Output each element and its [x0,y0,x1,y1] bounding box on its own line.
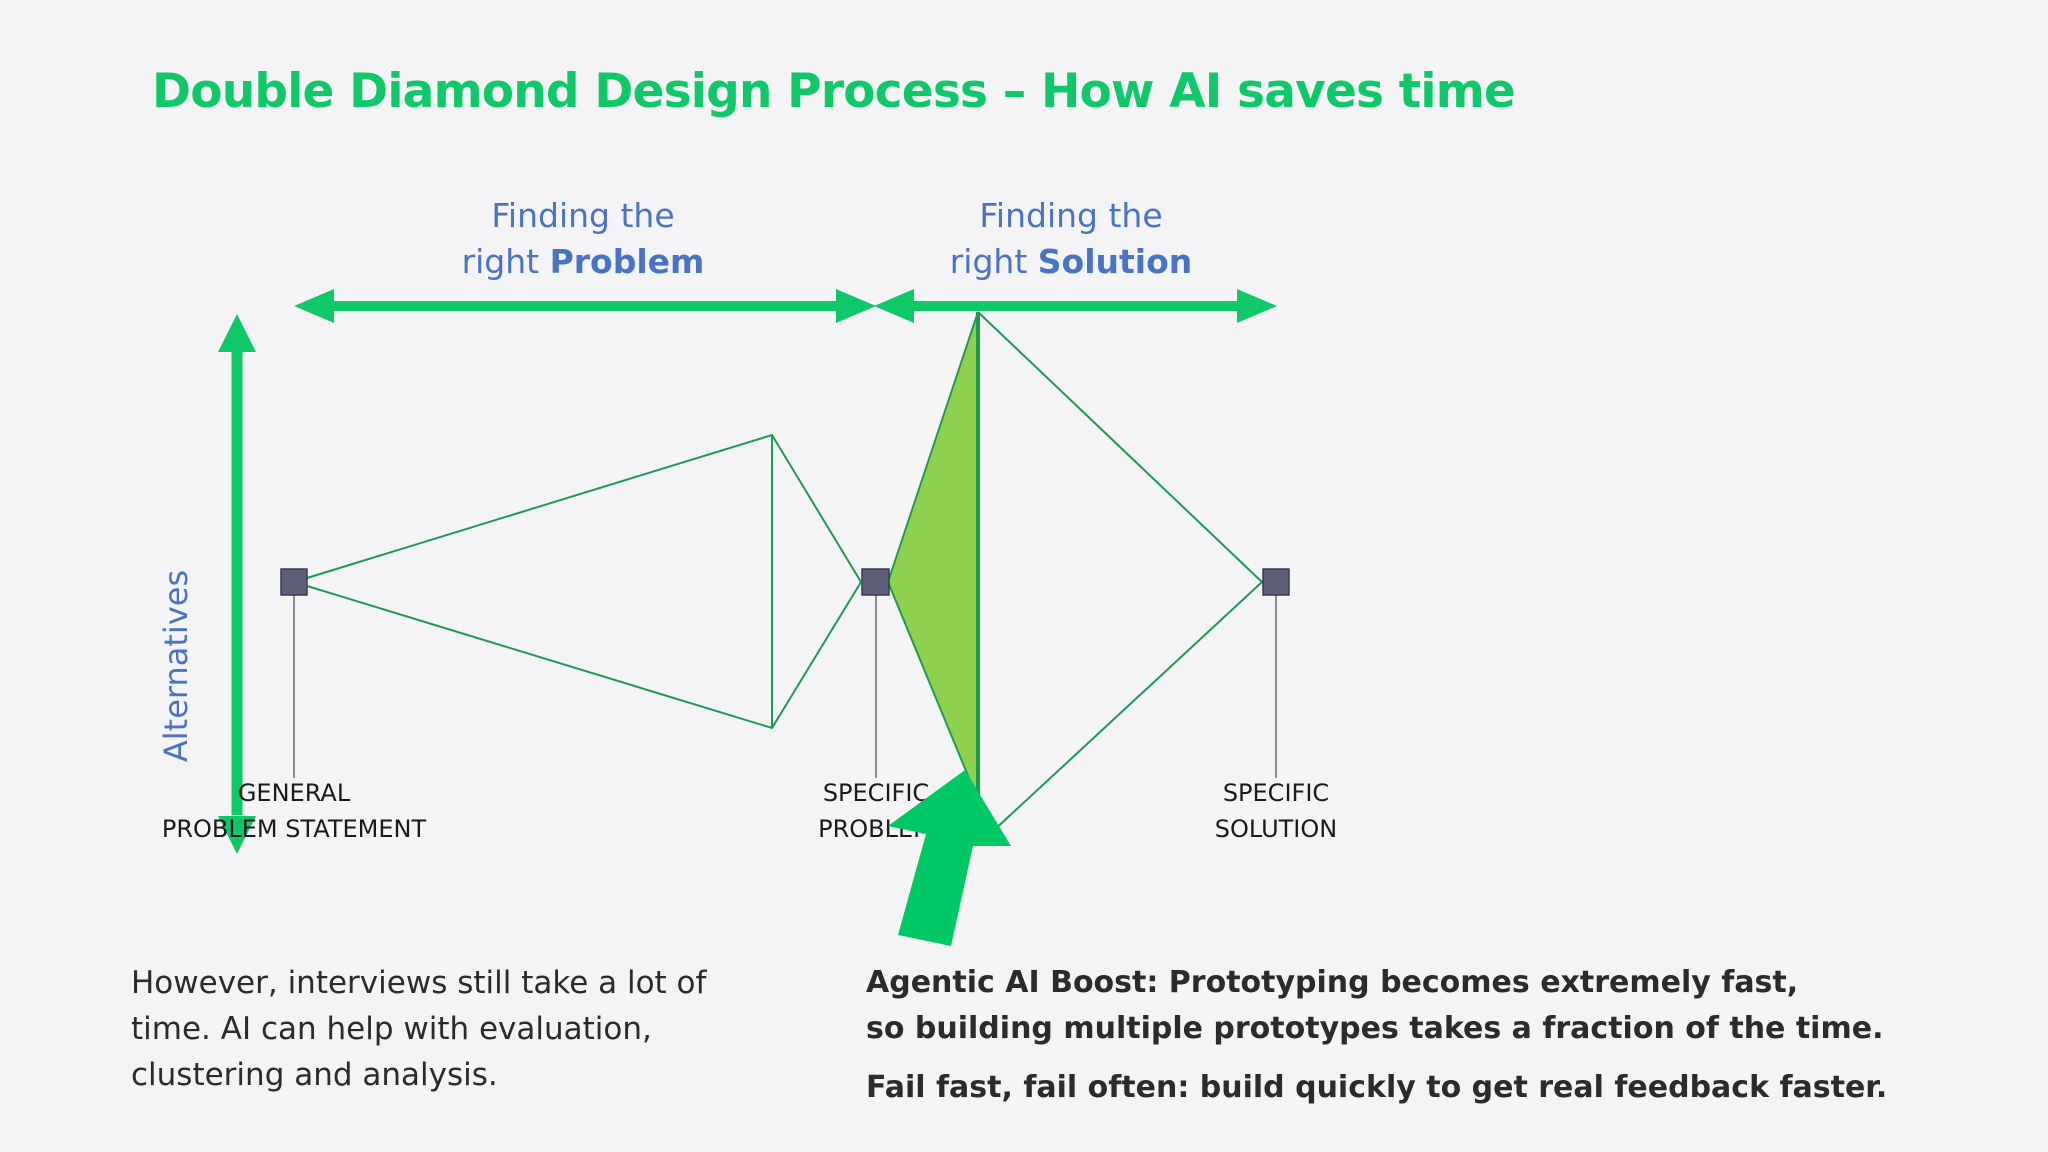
phase-arrow-solution [874,289,1277,323]
alternatives-arrow [218,314,256,854]
node-specific-problem [861,568,890,596]
problem-diamond [293,433,863,730]
label-specific-solution: SPECIFIC SOLUTION [1214,779,1338,843]
boost-line-1: Agentic AI Boost: Prototyping becomes ex… [866,965,1799,1000]
alternatives-axis-label: Alternatives [157,569,195,763]
boost-line-3: Fail fast, fail often: build quickly to … [866,1070,1888,1105]
phase-label-solution: Finding the right Solution [949,196,1193,281]
boost-line-2: so building multiple prototypes takes a … [866,1011,1884,1046]
node-leader-lines [293,595,1277,778]
page-title: Double Diamond Design Process – How AI s… [152,64,1516,119]
label-specific-problem: SPECIFIC PROBLEM [818,779,934,843]
label-general-problem: GENERAL PROBLEM STATEMENT [161,779,427,843]
node-specific-solution [1262,568,1290,596]
prototyping-highlight [886,311,979,801]
note-left: However, interviews still take a lot of … [131,965,707,1093]
phase-label-problem: Finding the right Problem [461,196,705,281]
phase-arrow-problem [294,289,876,323]
solution-diamond [977,311,1264,846]
node-general-problem [280,568,308,596]
